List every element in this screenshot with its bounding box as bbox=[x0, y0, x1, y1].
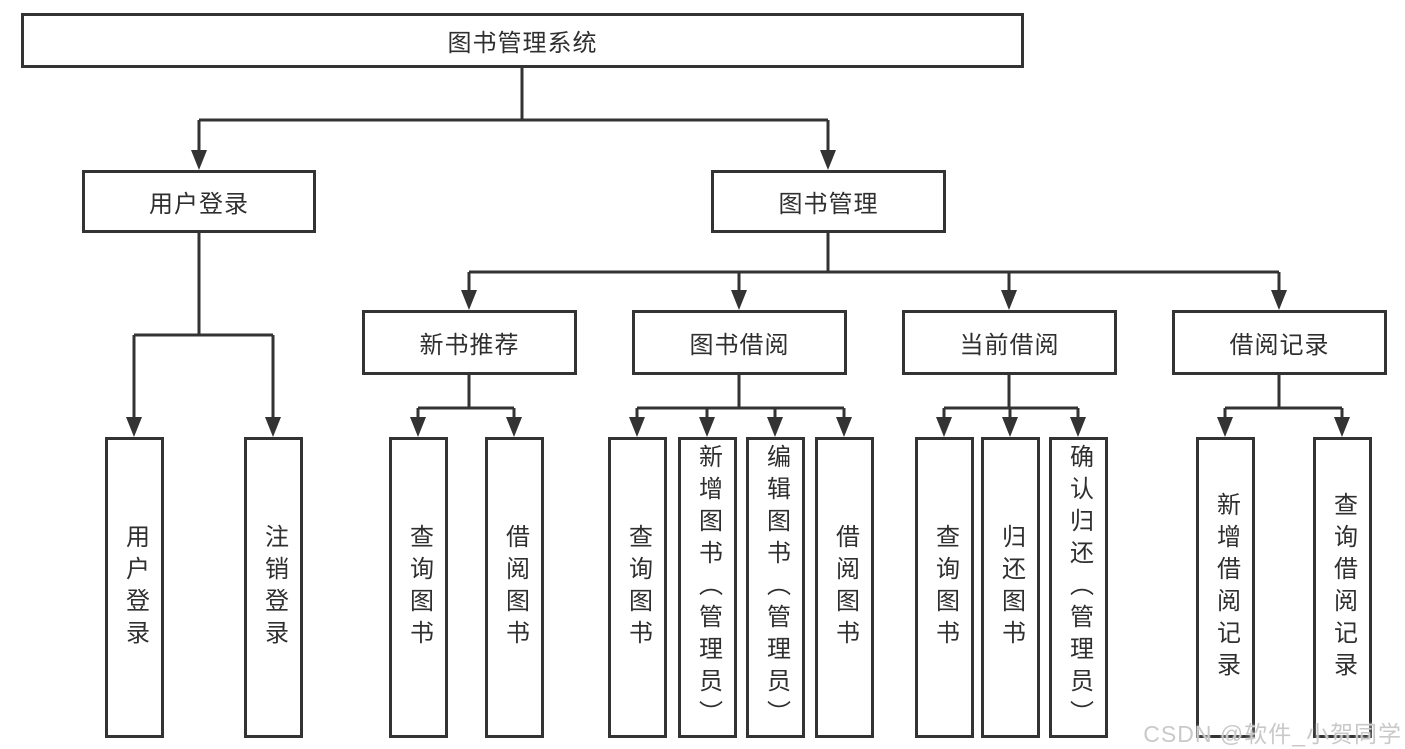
node-leaf-return-book: 归还图书 bbox=[981, 437, 1040, 738]
csdn-watermark: CSDN @软件_小贺同学 bbox=[1143, 721, 1402, 747]
node-library-management-system: 图书管理系统 bbox=[21, 13, 1024, 68]
node-leaf-query-books-recommend: 查询图书 bbox=[389, 437, 448, 738]
node-book-borrowing: 图书借阅 bbox=[632, 310, 847, 375]
node-new-book-recommendation: 新书推荐 bbox=[362, 310, 577, 375]
node-leaf-edit-book-admin: 编辑图书（管理员） bbox=[746, 437, 805, 738]
node-leaf-logout: 注销登录 bbox=[244, 437, 303, 738]
node-current-borrowing: 当前借阅 bbox=[902, 310, 1117, 375]
node-leaf-add-book-admin: 新增图书（管理员） bbox=[678, 437, 737, 738]
node-leaf-confirm-return-admin: 确认归还（管理员） bbox=[1049, 437, 1108, 738]
node-leaf-borrow-books-recommend: 借阅图书 bbox=[485, 437, 544, 738]
node-book-management: 图书管理 bbox=[711, 170, 946, 233]
node-user-login: 用户登录 bbox=[82, 170, 316, 233]
node-leaf-add-borrow-record: 新增借阅记录 bbox=[1196, 437, 1255, 738]
node-leaf-query-books-current: 查询图书 bbox=[915, 437, 974, 738]
node-borrowing-records: 借阅记录 bbox=[1172, 310, 1387, 375]
node-leaf-query-borrow-record: 查询借阅记录 bbox=[1313, 437, 1372, 738]
node-leaf-query-books-borrow: 查询图书 bbox=[608, 437, 667, 738]
node-leaf-user-login: 用户登录 bbox=[105, 437, 164, 738]
node-leaf-borrow-books: 借阅图书 bbox=[815, 437, 874, 738]
